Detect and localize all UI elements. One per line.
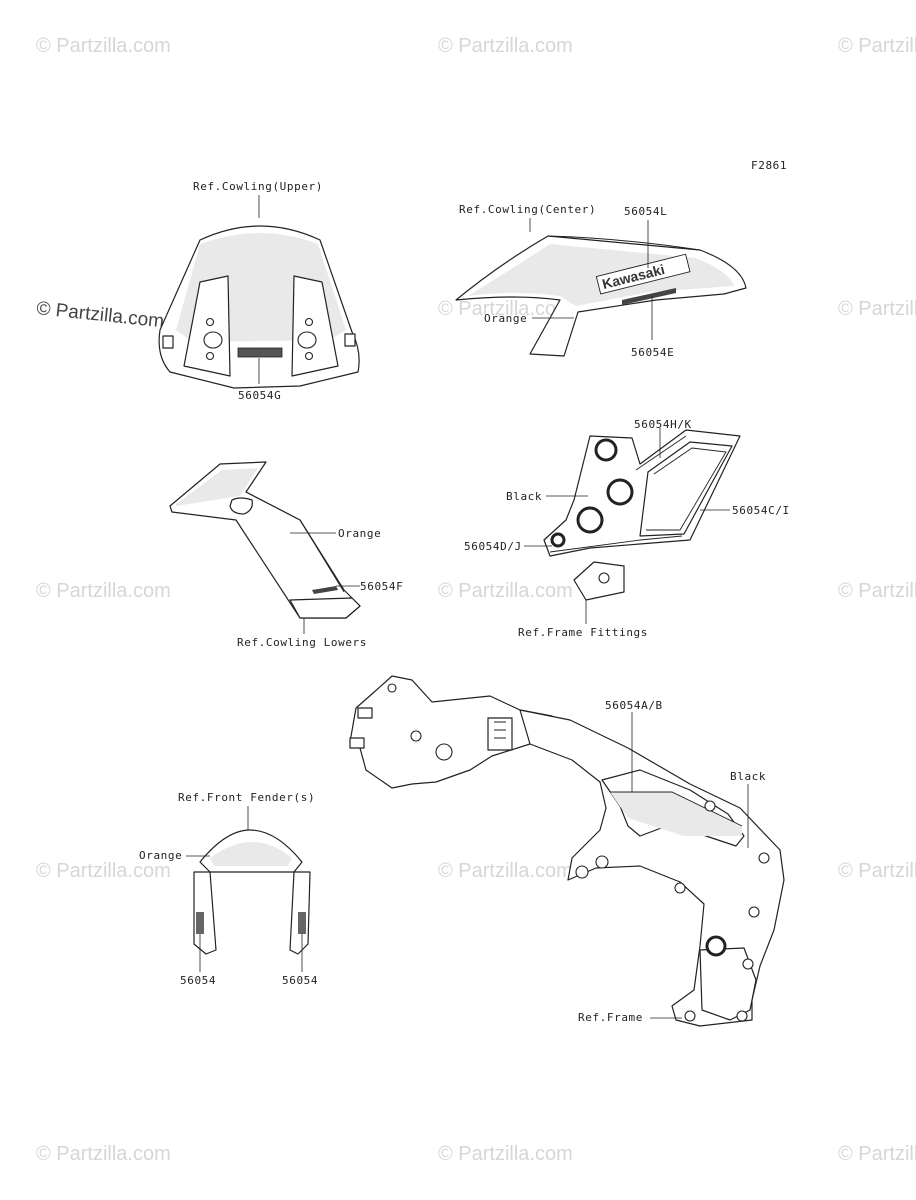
label-56054H-K: 56054H/K	[634, 418, 692, 431]
label-56054-left: 56054	[180, 974, 216, 987]
watermark: © Partzilla.com	[838, 580, 916, 602]
frame-vent	[487, 717, 513, 751]
decal-inner-line	[646, 447, 727, 531]
frame-hole	[736, 1010, 748, 1022]
mirror-hole	[203, 331, 223, 349]
label-56054E: 56054E	[631, 346, 674, 359]
cowling-upper-group: Ref.Cowling(Upper) 56054G	[158, 180, 360, 402]
fender-arch-shade	[210, 842, 292, 866]
watermark: © Partzilla.com	[438, 35, 573, 57]
frame-bracket	[349, 737, 365, 749]
watermark: © Partzilla.com	[838, 298, 916, 320]
frame-hole	[595, 855, 609, 869]
frame-hole	[684, 1010, 696, 1022]
label-orange-lowers: Orange	[338, 527, 381, 540]
watermark-dark: © Partzilla.com	[35, 298, 165, 332]
frame-hole	[387, 683, 397, 693]
label-ref-cowling-upper: Ref.Cowling(Upper)	[193, 180, 323, 193]
watermark: © Partzilla.com	[838, 35, 916, 57]
frame-hole	[704, 800, 716, 812]
label-orange-fender: Orange	[139, 849, 182, 862]
label-ref-frame-fittings: Ref.Frame Fittings	[518, 626, 648, 639]
cowling-center-group: Kawasaki Ref.Cowling(Center) 56054L Oran…	[455, 203, 747, 359]
label-ref-cowling-lowers: Ref.Cowling Lowers	[237, 636, 367, 649]
frame-rear-mount	[699, 947, 757, 1021]
cowling-lowers-edge	[245, 491, 345, 593]
frame-pivot-hole	[705, 935, 727, 957]
fitting-hole	[594, 438, 618, 462]
cowling-center-edge	[547, 235, 701, 251]
decal-56054F	[312, 586, 338, 594]
frame-fitting-bracket	[573, 561, 625, 601]
label-56054-right: 56054	[282, 974, 318, 987]
cowling-lowers-group: Orange 56054F Ref.Cowling Lowers	[169, 461, 403, 649]
frame-bracket	[357, 707, 373, 719]
watermarks: © Partzilla.com © Partzilla.com © Partzi…	[35, 35, 916, 1165]
cowling-lowers-outline	[169, 461, 361, 619]
frame-hole	[410, 730, 422, 742]
windshield-right-panel	[291, 275, 339, 377]
figure-code: F2861	[751, 159, 787, 172]
frame-hole	[748, 906, 760, 918]
label-56054L: 56054L	[624, 205, 667, 218]
decal-56054A-B-edge	[610, 791, 743, 827]
frame-vent-slats	[494, 721, 506, 739]
decal-56054E	[622, 288, 676, 305]
label-ref-frame: Ref.Frame	[578, 1011, 643, 1024]
windshield-clip-left	[162, 335, 174, 349]
front-fender-group: Ref.Front Fender(s) Orange 56054 56054	[139, 791, 318, 987]
frame-hole	[758, 852, 770, 864]
decal-56054H-K	[635, 435, 687, 471]
decal-56054D-J	[549, 535, 683, 553]
decal-56054G	[237, 347, 283, 358]
watermark: © Partzilla.com	[438, 1143, 573, 1165]
fitting-hole	[576, 506, 604, 534]
decal-56054A-B	[610, 792, 742, 836]
decal-56054-left	[196, 912, 204, 934]
fitting-hole	[606, 478, 634, 506]
label-ref-front-fender: Ref.Front Fender(s)	[178, 791, 315, 804]
cowling-lowers-bottom	[289, 597, 361, 619]
label-56054D-J: 56054D/J	[464, 540, 522, 553]
frame-fittings-group: 56054H/K Black 56054C/I 56054D/J Ref.Fra…	[464, 418, 790, 639]
label-black-frame: Black	[730, 770, 766, 783]
label-56054F: 56054F	[360, 580, 403, 593]
cowling-lowers-vent	[229, 497, 253, 515]
label-ref-cowling-center: Ref.Cowling(Center)	[459, 203, 596, 216]
frame-hole	[575, 865, 589, 879]
decal-56054-right	[298, 912, 306, 934]
fitting-hole	[550, 532, 566, 548]
mirror-hole	[297, 331, 317, 349]
label-black-fittings: Black	[506, 490, 542, 503]
bracket-hole	[598, 572, 610, 584]
watermark: © Partzilla.com	[36, 35, 171, 57]
watermark: © Partzilla.com	[36, 1143, 171, 1165]
label-56054G: 56054G	[238, 389, 281, 402]
watermark: © Partzilla.com	[36, 860, 171, 882]
mount-hole	[205, 317, 215, 327]
windshield-left-panel	[183, 275, 231, 377]
watermark: © Partzilla.com	[36, 580, 171, 602]
decal-56054C-I	[639, 441, 733, 537]
watermark: © Partzilla.com	[438, 860, 573, 882]
watermark: © Partzilla.com	[438, 580, 573, 602]
frame-hole	[435, 743, 453, 761]
frame-head-section	[349, 675, 557, 789]
mount-hole	[205, 351, 215, 361]
watermark: © Partzilla.com	[838, 860, 916, 882]
mount-hole	[304, 351, 314, 361]
label-56054C-I: 56054C/I	[732, 504, 790, 517]
label-orange-center: Orange	[484, 312, 527, 325]
mount-hole	[304, 317, 314, 327]
frame-hole	[674, 882, 686, 894]
frame-group: 56054A/B Black Ref.Frame	[349, 675, 785, 1027]
watermark: © Partzilla.com	[438, 298, 573, 320]
frame-hole	[742, 958, 754, 970]
windshield-clip-right	[344, 333, 356, 347]
label-56054A-B: 56054A/B	[605, 699, 663, 712]
watermark: © Partzilla.com	[838, 1143, 916, 1165]
cowling-lowers-shade	[176, 468, 258, 506]
